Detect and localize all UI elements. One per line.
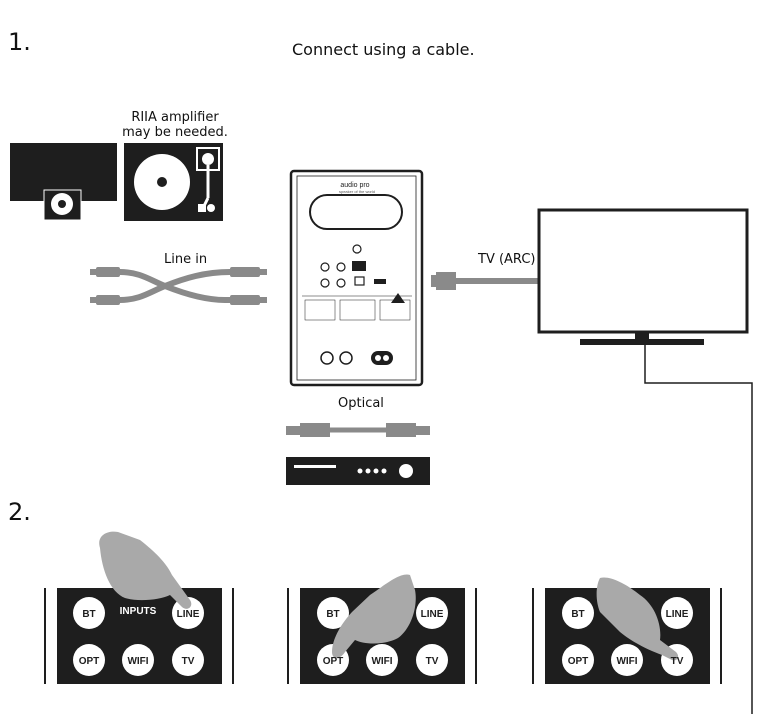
riia-note: RIIA amplifier may be needed. [122,110,228,140]
panel1-inputs-label: INPUTS [120,606,157,617]
speaker-back-panel [289,169,424,387]
line-in-plugs [90,267,267,305]
panel2-line-label: LINE [421,609,444,620]
panel3-line-label: LINE [666,609,689,620]
remote-panel-3 [532,577,722,684]
step-1-number: 1. [8,28,31,56]
panel3-bt-label: BT [571,609,584,620]
cd-player-icon [10,143,117,221]
line-in-label: Line in [164,252,208,267]
remote-panel-2 [287,574,477,684]
panel2-tv-label: TV [426,656,439,667]
diagram-heading: Connect using a cable. [292,40,475,59]
optical-label: Optical [338,396,384,411]
remote-panel-1 [44,531,234,684]
panel1-opt-label: OPT [79,656,100,667]
pointing-hand-2 [332,574,416,658]
panel1-line-label: LINE [177,609,200,620]
panel3-opt-label: OPT [568,656,589,667]
panel2-wifi-label: WIFI [371,656,392,667]
line-in-cable [119,269,232,303]
speaker-brand: audio pro [340,182,369,189]
panel2-opt-label: OPT [323,656,344,667]
turntable-icon [124,143,223,221]
tv-icon [537,208,749,345]
panel1-bt-label: BT [82,609,95,620]
step-2-number: 2. [8,498,31,526]
av-receiver-icon [286,457,430,485]
panel3-wifi-label: WIFI [616,656,637,667]
panel1-tv-label: TV [182,656,195,667]
pointing-hand-3 [596,577,679,661]
tv-connector-line [644,345,753,714]
optical-cable [286,423,430,437]
speaker-model-line: speaker of the world [339,189,375,194]
pointing-hand-1 [99,531,192,609]
panel1-wifi-label: WIFI [127,656,148,667]
panel2-bt-label: BT [326,609,339,620]
tv-arc-label: TV (ARC) [478,252,536,267]
panel3-tv-label: TV [671,656,684,667]
